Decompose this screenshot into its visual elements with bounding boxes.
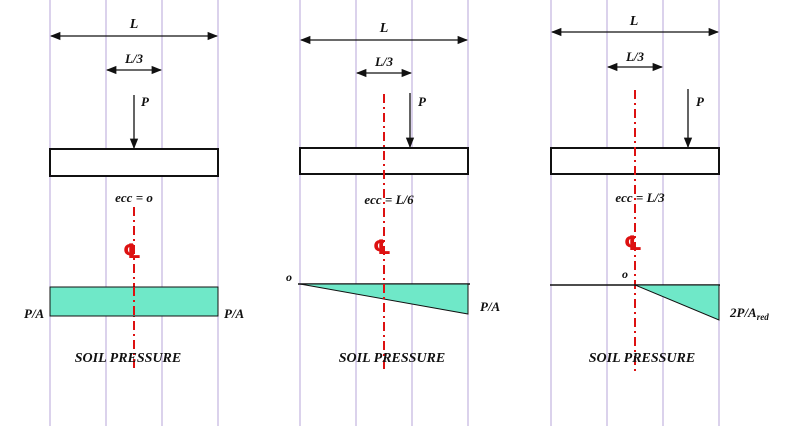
eccentricity-label: ecc = L/3 [615, 190, 665, 205]
eccentricity-label: ecc = L/6 [364, 192, 414, 207]
soil-pressure-caption: SOIL PRESSURE [589, 351, 695, 366]
span-label: L [629, 14, 639, 29]
right-pressure-label: 2P/Ared [729, 305, 769, 322]
centerline-symbol: ℄ [624, 231, 642, 255]
right-pressure-label: P/A [224, 306, 245, 321]
panel-outside-third: L L/3 P ecc = L/3 ℄ o 2P/Ared SOIL PRESS… [550, 14, 769, 372]
zero-pressure-label: o [286, 270, 292, 284]
footing [49, 148, 219, 177]
load-label: P [418, 94, 427, 109]
right-pressure-label: P/A [480, 299, 501, 314]
pressure-diagram [634, 284, 720, 321]
soil-pressure-caption: SOIL PRESSURE [339, 351, 445, 366]
right-pressure-main: 2P/A [729, 305, 757, 320]
centerline-symbol: ℄ [373, 235, 391, 259]
soil-pressure-caption: SOIL PRESSURE [75, 351, 181, 366]
third-label: L/3 [374, 54, 394, 69]
zero-pressure-label: o [622, 267, 628, 281]
eccentricity-label: ecc = o [115, 190, 153, 205]
panel-concentric: L L/3 P ecc = o ℄ P/A P/A SOIL PRESSURE [24, 17, 245, 372]
span-label: L [129, 17, 139, 32]
left-pressure-label: P/A [24, 306, 45, 321]
third-label: L/3 [625, 49, 645, 64]
panel-middle-third: L L/3 P ecc = L/6 ℄ o P/A SOIL PRESSURE [286, 21, 501, 372]
load-label: P [141, 94, 150, 109]
span-label: L [379, 21, 389, 36]
third-label: L/3 [124, 51, 144, 66]
right-pressure-subscript: red [757, 312, 769, 322]
centerline-symbol: ℄ [123, 239, 141, 263]
load-label: P [696, 94, 705, 109]
